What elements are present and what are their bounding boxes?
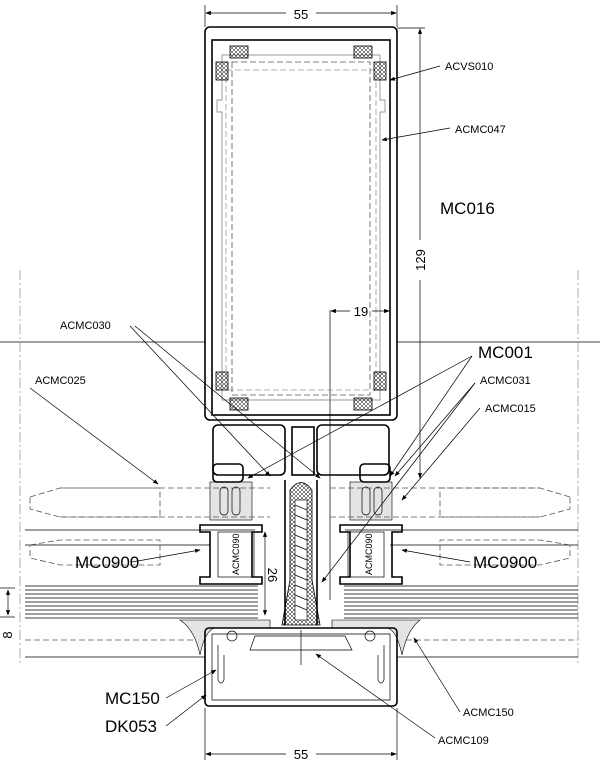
label-acmc030: ACMC030 — [60, 320, 111, 332]
dimension-offset: 19 — [330, 304, 390, 319]
spacer-mc0900 — [199, 524, 403, 585]
label-acvs010: ACVS010 — [445, 61, 493, 73]
dimension-mullion-depth: 129 — [397, 27, 428, 479]
dimension-bottom-width-label: 55 — [294, 747, 308, 762]
dimension-glass-thickness: 8 — [0, 587, 15, 639]
label-acmc031: ACMC031 — [480, 375, 531, 387]
label-acmc047: ACMC047 — [455, 124, 506, 136]
pressure-plate-mc150 — [204, 627, 398, 707]
label-mc001: MC001 — [478, 343, 533, 362]
label-mc0900-left: MC0900 — [75, 553, 139, 572]
dimension-glass-thickness-label: 8 — [0, 631, 15, 638]
dimension-spacer-height: 26 — [262, 531, 280, 616]
dimension-bottom-width: 55 — [204, 708, 398, 762]
dimension-mullion-depth-label: 129 — [413, 249, 428, 271]
label-acmc090-left: ACMC090 — [231, 533, 241, 575]
dimension-spacer-height-label: 26 — [265, 568, 280, 582]
label-acmc090-right: ACMC090 — [364, 533, 374, 575]
part-labels: ACVS010 ACMC047 MC016 ACMC030 ACMC025 MC… — [35, 61, 537, 747]
glass-pane-lower — [25, 585, 578, 658]
reference-lines — [0, 5, 600, 665]
glass-pane-upper — [25, 487, 578, 566]
label-acmc150: ACMC150 — [463, 707, 514, 719]
label-acmc015: ACMC015 — [485, 403, 536, 415]
dimension-top-width-label: 55 — [294, 7, 308, 22]
label-dk053: DK053 — [105, 717, 157, 736]
label-acmc025: ACMC025 — [35, 375, 86, 387]
corner-key-acvs010 — [215, 45, 387, 411]
label-acmc109: ACMC109 — [438, 735, 489, 747]
mullion-mc016 — [204, 26, 398, 421]
label-mc016: MC016 — [440, 199, 495, 218]
dimension-offset-label: 19 — [354, 304, 368, 319]
mullion-lower-chambers — [212, 424, 390, 625]
dimension-top-width: 55 — [205, 7, 397, 22]
label-mc0900-right: MC0900 — [473, 553, 537, 572]
leader-lines — [29, 65, 481, 739]
label-mc150: MC150 — [105, 689, 160, 708]
center-screw — [281, 482, 321, 665]
